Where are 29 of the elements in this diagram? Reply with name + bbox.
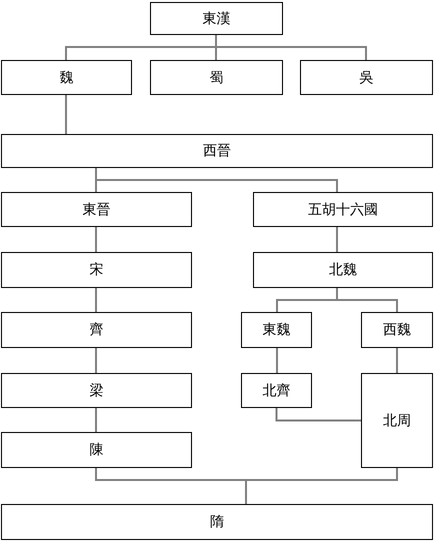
dynasty-box: 北魏 bbox=[253, 252, 433, 288]
dynasty-box: 東晉 bbox=[1, 192, 192, 227]
dynasty-box: 陳 bbox=[1, 432, 192, 468]
dynasty-box: 魏 bbox=[1, 60, 132, 95]
connector-line bbox=[276, 408, 361, 422]
dynasty-box: 宋 bbox=[1, 252, 192, 288]
dynasty-box: 梁 bbox=[1, 373, 192, 408]
dynasty-box: 西魏 bbox=[361, 312, 433, 348]
connector-line bbox=[95, 348, 97, 373]
connector-line bbox=[336, 227, 338, 252]
connector-line bbox=[245, 468, 398, 504]
dynasty-box: 吳 bbox=[300, 60, 433, 95]
connector-line bbox=[95, 288, 97, 312]
connector-line bbox=[65, 95, 67, 134]
dynasty-box: 北齊 bbox=[241, 373, 312, 408]
dynasty-box: 西晉 bbox=[1, 134, 433, 168]
connector-line bbox=[276, 348, 278, 373]
dynasty-box: 齊 bbox=[1, 312, 192, 348]
dynasty-box: 東魏 bbox=[241, 312, 312, 348]
connector-line bbox=[396, 348, 398, 373]
dynasty-box: 蜀 bbox=[150, 60, 283, 95]
connector-line bbox=[95, 168, 338, 192]
connector-line bbox=[336, 288, 398, 312]
dynasty-box: 隋 bbox=[1, 504, 433, 540]
connector-line bbox=[95, 227, 97, 252]
connector-line bbox=[95, 408, 97, 432]
dynasty-box: 北周 bbox=[361, 373, 433, 468]
dynasty-box: 東漢 bbox=[150, 2, 283, 35]
dynasty-box: 五胡十六國 bbox=[253, 192, 433, 227]
